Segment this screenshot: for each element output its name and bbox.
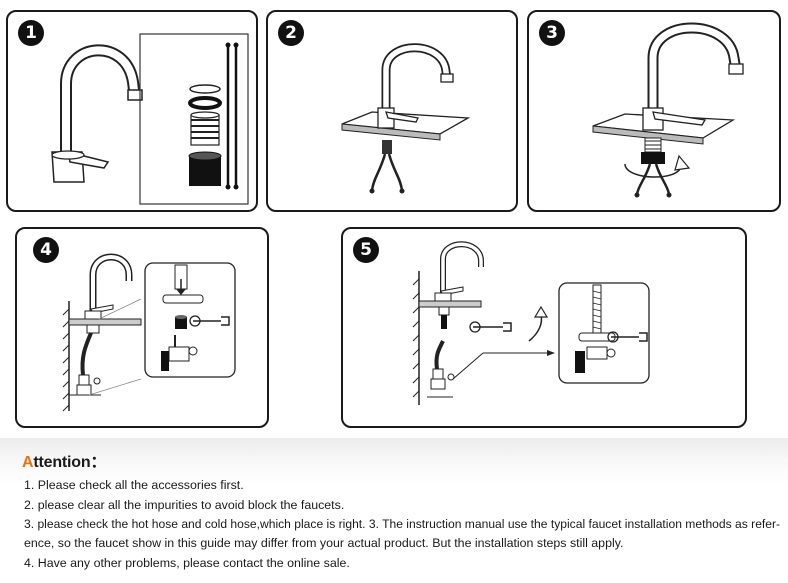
attention-item-1: 1. Please check all the accessories firs… [24, 478, 244, 492]
attention-title: Attention： [22, 448, 106, 472]
step-5-panel: 5 [341, 227, 747, 428]
attention-item-4: 4. Have any other problems, please conta… [24, 556, 350, 570]
step-3-panel: 3 [527, 10, 781, 212]
attention-title-rest: ttention： [33, 454, 107, 471]
step-1-panel: 1 [6, 10, 258, 212]
step-2-panel: 2 [266, 10, 518, 212]
step-5-badge: 5 [353, 237, 379, 263]
hose-tightening-illustration [412, 241, 650, 405]
faucet-placement-illustration [341, 43, 471, 194]
faucet-fixing-illustration [592, 22, 744, 198]
step-4-panel: 4 [15, 227, 269, 428]
step-4-badge: 4 [33, 237, 59, 263]
hose-connection-illustration [62, 253, 236, 412]
faucet-accessories-illustration [51, 33, 249, 205]
attention-section: Attention： 1. Please check all the acces… [0, 438, 788, 583]
attention-item-3: 3. please check the hot hose and cold ho… [24, 517, 781, 531]
attention-item-2: 2. please clear all the impurities to av… [24, 498, 345, 512]
step-3-badge: 3 [539, 20, 565, 46]
attention-item-3-continued: ence, so the faucet show in this guide m… [24, 536, 624, 550]
attention-title-initial: A [22, 454, 34, 471]
step-1-badge: 1 [18, 20, 44, 46]
step-2-badge: 2 [278, 20, 304, 46]
